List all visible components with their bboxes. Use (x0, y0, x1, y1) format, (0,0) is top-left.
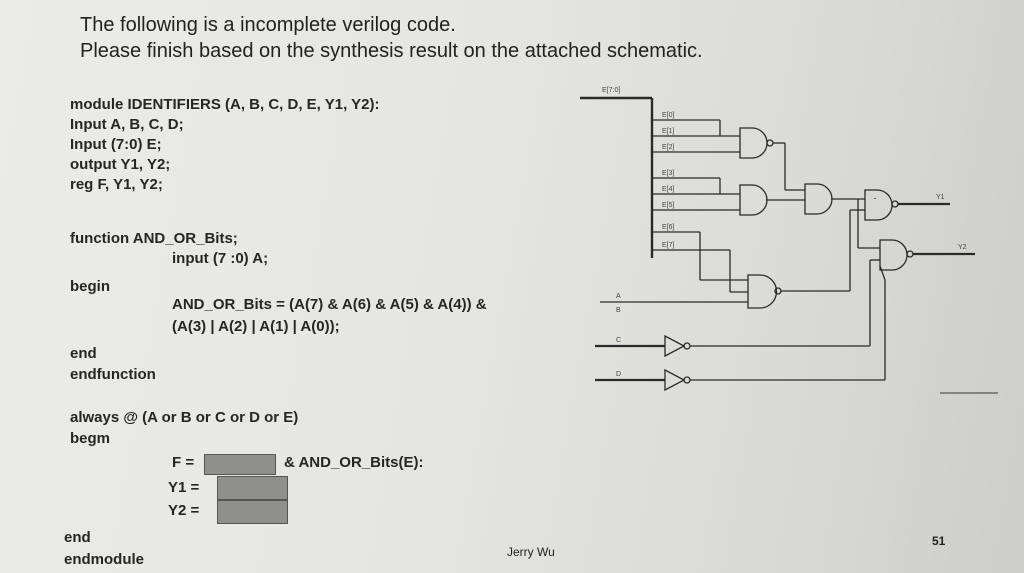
code-module-decl: module IDENTIFIERS (A, B, C, D, E, Y1, Y… (70, 96, 380, 113)
code-endfunction: endfunction (70, 366, 156, 383)
e5-label: E[5] (662, 202, 675, 209)
e3-label: E[3] (662, 170, 675, 177)
e0-label: E[0] (662, 112, 675, 119)
y2-answer-box[interactable] (217, 500, 288, 524)
y1-answer-box[interactable] (217, 476, 288, 500)
and-gate-y1 (864, 189, 893, 221)
code-y2-label: Y2 = (168, 502, 200, 519)
page-number: 51 (932, 534, 946, 548)
code-reg-decl: reg F, Y1, Y2; (70, 176, 163, 193)
not-gate-c (664, 334, 686, 358)
output-y1-label: Y1 (936, 194, 945, 201)
e6-label: E[6] (662, 224, 675, 231)
input-b-label: B (616, 307, 621, 314)
code-always-decl: always @ (A or B or C or D or E) (70, 409, 299, 426)
slide-title-line-1: The following is a incomplete verilog co… (80, 14, 456, 36)
output-y2-label: Y2 (958, 244, 967, 251)
e-bus-label: E[7:0] (602, 87, 620, 94)
input-c-label: C (616, 337, 621, 344)
and-gate-bottom (747, 274, 778, 309)
code-begin-2: begm (70, 430, 111, 447)
author-name: Jerry Wu (507, 545, 555, 559)
code-assign-line-1: AND_OR_Bits = (A(7) & A(6) & A(5) & A(4)… (172, 296, 487, 313)
code-input-abcd: Input A, B, C, D; (70, 116, 184, 133)
code-function-decl: function AND_OR_Bits; (70, 230, 238, 247)
e4-label: E[4] (662, 186, 675, 193)
input-a-label: A (616, 293, 621, 300)
input-d-label: D (616, 371, 621, 378)
code-function-input: input (7 :0) A; (172, 250, 269, 267)
code-output-decl: output Y1, Y2; (70, 156, 171, 173)
e7-label: E[7] (662, 242, 675, 249)
code-begin-1: begin (70, 278, 110, 295)
synthesis-schematic: E[7:0] E[0] E[1] E[2] E[3] E[4] E[5] E[6… (580, 87, 998, 394)
and-gate-mid (739, 184, 768, 216)
code-endmodule: endmodule (64, 551, 145, 568)
code-end-1: end (70, 345, 97, 362)
code-f-suffix: & AND_OR_Bits(E): (284, 454, 424, 471)
not-gate-d (664, 368, 686, 392)
and-gate-f (804, 183, 833, 215)
code-input-e: Input (7:0) E; (70, 136, 162, 153)
code-f-label: F = (172, 454, 195, 471)
code-y1-label: Y1 = (168, 479, 200, 496)
f-answer-box[interactable] (204, 454, 276, 475)
e1-label: E[1] (662, 128, 675, 135)
and-gate-y2 (879, 239, 908, 271)
code-assign-line-2: (A(3) | A(2) | A(1) | A(0)); (172, 318, 340, 335)
e2-label: E[2] (662, 144, 675, 151)
slide-title-line-2: Please finish based on the synthesis res… (80, 40, 703, 62)
code-end-2: end (64, 529, 91, 546)
and-gate-top (739, 127, 768, 159)
